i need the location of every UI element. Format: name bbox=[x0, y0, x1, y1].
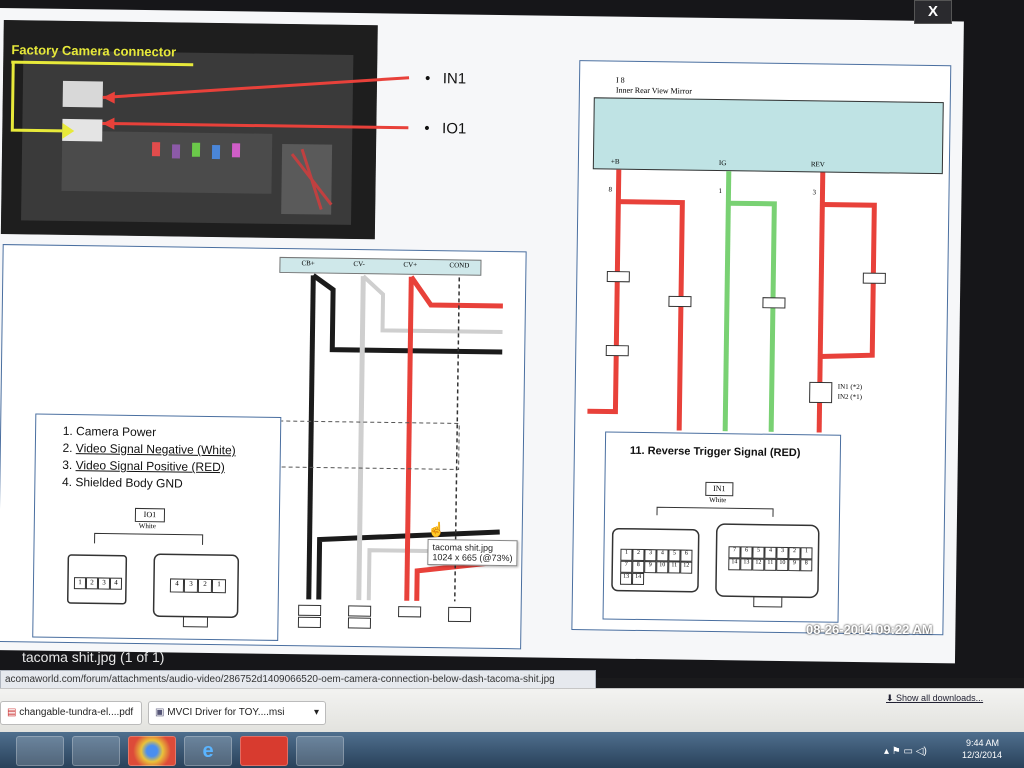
download-item[interactable]: ▤ changable-tundra-el....pdf bbox=[0, 701, 142, 725]
file-icon: ▣ bbox=[155, 707, 168, 718]
label-io1: • IO1 bbox=[424, 119, 467, 138]
connector-photo: Factory Camera connector bbox=[0, 20, 378, 240]
browser-status-url: acomaworld.com/forum/attachments/audio-v… bbox=[0, 670, 596, 690]
download-item[interactable]: ▣ MVCI Driver for TOY....msi ▾ bbox=[148, 701, 326, 725]
label-in1: • IN1 bbox=[424, 69, 467, 88]
lightbox-caption: tacoma shit.jpg (1 of 1) bbox=[22, 649, 165, 665]
chrome-icon[interactable] bbox=[128, 736, 176, 766]
photo-graphic bbox=[0, 20, 378, 240]
file-explorer-icon[interactable] bbox=[72, 736, 120, 766]
chevron-down-icon[interactable]: ▾ bbox=[313, 707, 319, 718]
right-wires bbox=[587, 169, 886, 433]
tray-icons[interactable]: ▴ ⚑ ▭ ◁) bbox=[884, 746, 927, 757]
windows-taskbar: e ▴ ⚑ ▭ ◁) 9:44 AM 12/3/2014 bbox=[0, 732, 1024, 768]
clock-date[interactable]: 12/3/2014 bbox=[962, 750, 1003, 760]
pin-grid-right: 7 6 5 4 3 2 1 14 13 12 11 10 9 8 bbox=[728, 546, 813, 572]
pin-row-left: 1 2 3 4 bbox=[73, 577, 123, 590]
image-stage: Factory Camera connector • IN1 • IO1 CB+… bbox=[0, 8, 964, 664]
download-arrow-icon: ⬇ bbox=[886, 693, 897, 703]
connector-drawings bbox=[66, 532, 240, 628]
image-tooltip: tacoma shit.jpg 1024 x 665 (@73%) bbox=[427, 539, 518, 567]
image-viewer-icon[interactable] bbox=[296, 736, 344, 766]
downloads-bar: ▤ changable-tundra-el....pdf ▣ MVCI Driv… bbox=[0, 688, 1024, 733]
photo-arrows bbox=[102, 76, 410, 130]
pdf-icon: ▤ bbox=[7, 707, 20, 718]
internet-explorer-icon[interactable]: e bbox=[184, 736, 232, 766]
mouse-cursor-icon: ☝ bbox=[427, 521, 446, 538]
pin-number-b: 8 bbox=[608, 185, 613, 194]
image-timestamp: 08-26-2014 09:22 AM bbox=[806, 622, 933, 637]
pin-row-right: 4 3 2 1 bbox=[169, 578, 227, 594]
show-all-downloads-link[interactable]: ⬇ Show all downloads... bbox=[886, 693, 984, 703]
right-wiring-panel: I 8 Inner Rear View Mirror +B IG REV 8 bbox=[571, 60, 952, 636]
in-label-2: IN2 (*1) bbox=[837, 392, 863, 402]
adp-icon[interactable] bbox=[240, 736, 288, 766]
pin-grid-left: 1 2 3 4 5 6 7 8 9 10 11 12 13 14 bbox=[620, 548, 700, 586]
connector-drawings-right bbox=[611, 506, 820, 608]
left-legend-box: Camera Power Video Signal Negative (Whit… bbox=[32, 413, 282, 641]
clock-time[interactable]: 9:44 AM bbox=[966, 738, 1000, 748]
pin-number-ig: 1 bbox=[718, 187, 723, 196]
close-button[interactable]: X bbox=[914, 0, 952, 24]
left-wiring-panel: CB+ CV- CV+ COND bbox=[0, 244, 527, 650]
left-wires bbox=[278, 273, 503, 629]
in-label-1: IN1 (*2) bbox=[837, 382, 863, 392]
pin-number-rev: 3 bbox=[812, 188, 817, 197]
media-player-icon[interactable] bbox=[16, 736, 64, 766]
right-legend-box: 11. Reverse Trigger Signal (RED) IN1 Whi… bbox=[602, 431, 842, 623]
yellow-callout bbox=[10, 60, 194, 139]
image-lightbox: Factory Camera connector • IN1 • IO1 CB+… bbox=[0, 0, 1024, 678]
